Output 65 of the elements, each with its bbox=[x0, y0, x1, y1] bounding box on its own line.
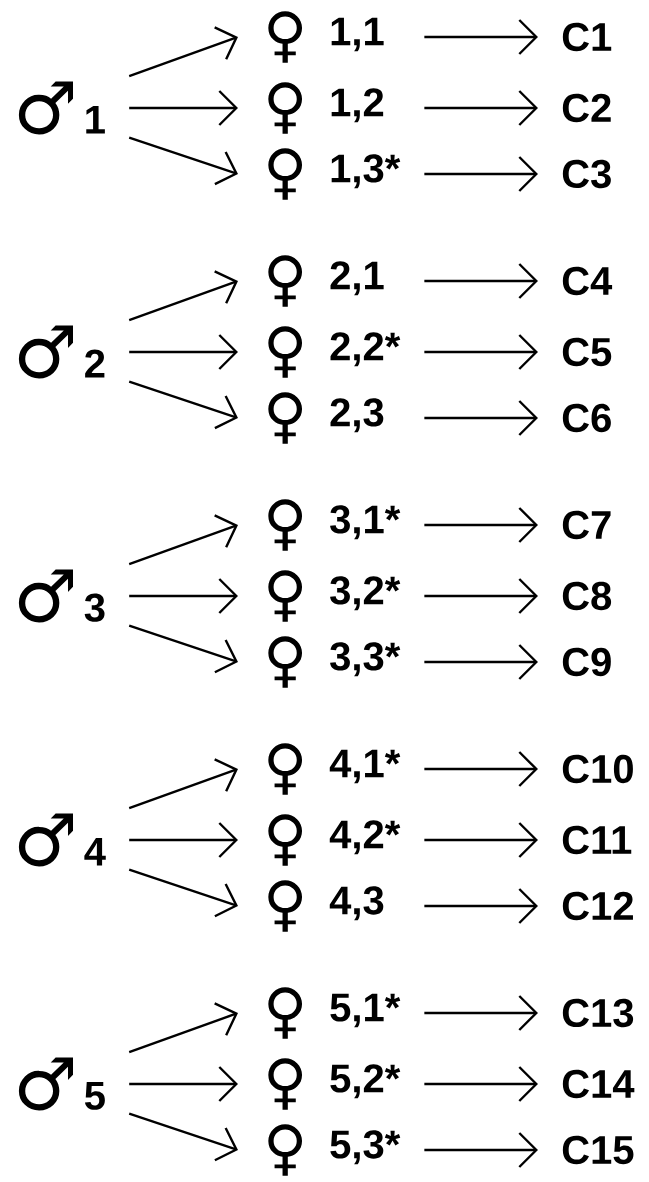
female-symbol-label: ♀ 5,3* bbox=[268, 1124, 401, 1176]
female-symbol-label: ♀ 1,1 bbox=[268, 11, 384, 63]
cross-label: C9 bbox=[562, 647, 611, 677]
cross-label: C15 bbox=[562, 1135, 634, 1165]
arrow bbox=[128, 514, 238, 566]
arrow bbox=[424, 1066, 538, 1102]
arrow bbox=[424, 507, 538, 543]
arrow bbox=[128, 1002, 238, 1054]
cross-label: C3 bbox=[562, 159, 611, 189]
cross-label: C14 bbox=[562, 1069, 635, 1099]
male-symbol-label: ♂4 bbox=[18, 813, 106, 867]
arrow bbox=[128, 868, 238, 918]
cross-label: C10 bbox=[562, 754, 633, 784]
arrow bbox=[128, 758, 238, 810]
arrow bbox=[128, 1112, 238, 1162]
arrow bbox=[424, 578, 538, 614]
arrow bbox=[128, 26, 238, 78]
arrow bbox=[424, 156, 538, 192]
cross-label: C12 bbox=[562, 891, 633, 921]
arrow bbox=[128, 136, 238, 186]
arrow bbox=[424, 751, 538, 787]
cross-label: C8 bbox=[562, 581, 612, 611]
arrow bbox=[128, 270, 238, 322]
female-symbol-label: ♀ 2,3 bbox=[268, 392, 384, 444]
arrow bbox=[424, 644, 538, 680]
female-symbol-label: ♀ 4,3 bbox=[268, 880, 384, 932]
female-symbol-label: ♀ 5,1* bbox=[268, 987, 401, 1039]
male-symbol-label: ♂ 3 bbox=[18, 569, 105, 623]
male-symbol-label: ♂ 1 bbox=[18, 81, 105, 135]
arrow bbox=[424, 822, 538, 858]
arrow bbox=[424, 90, 538, 126]
arrow bbox=[129, 1066, 238, 1102]
female-symbol-label: ♀ 1,3* bbox=[268, 148, 401, 200]
cross-label: C5 bbox=[562, 337, 612, 367]
male-symbol-label: ♂ 2 bbox=[18, 325, 105, 379]
female-symbol-label: ♀ 3,3* bbox=[268, 636, 401, 688]
female-symbol-label: ♀ 5,2* bbox=[268, 1058, 401, 1110]
arrow bbox=[129, 822, 238, 858]
female-symbol-label: ♀ 4,2* bbox=[268, 814, 401, 866]
female-symbol-label: ♀ 2,2* bbox=[268, 326, 401, 378]
arrow bbox=[128, 624, 238, 674]
cross-label: C7 bbox=[562, 510, 611, 540]
cross-label: C1 bbox=[562, 22, 612, 52]
arrow bbox=[424, 19, 538, 55]
arrow bbox=[128, 380, 238, 430]
cross-label: C13 bbox=[562, 998, 634, 1028]
cross-label: C11 bbox=[562, 825, 632, 855]
female-symbol-label: ♀ 3,2* bbox=[268, 570, 401, 622]
arrow bbox=[424, 888, 538, 924]
female-symbol-label: ♀ 3,1* bbox=[268, 499, 401, 551]
female-symbol-label: ♀ 1,2 bbox=[268, 82, 384, 134]
arrow bbox=[129, 90, 238, 126]
male-symbol-label: ♂ 5 bbox=[18, 1057, 105, 1111]
cross-label: C2 bbox=[562, 93, 611, 123]
female-symbol-label: ♀ 2,1 bbox=[268, 255, 384, 307]
arrow bbox=[424, 334, 538, 370]
arrow bbox=[424, 263, 538, 299]
arrow bbox=[424, 995, 538, 1031]
arrow bbox=[129, 334, 238, 370]
arrow bbox=[424, 400, 538, 436]
female-symbol-label: ♀ 4,1* bbox=[268, 743, 401, 795]
arrow bbox=[129, 578, 238, 614]
arrow bbox=[424, 1132, 538, 1168]
cross-label: C6 bbox=[562, 403, 611, 433]
cross-label: C4 bbox=[562, 266, 613, 296]
